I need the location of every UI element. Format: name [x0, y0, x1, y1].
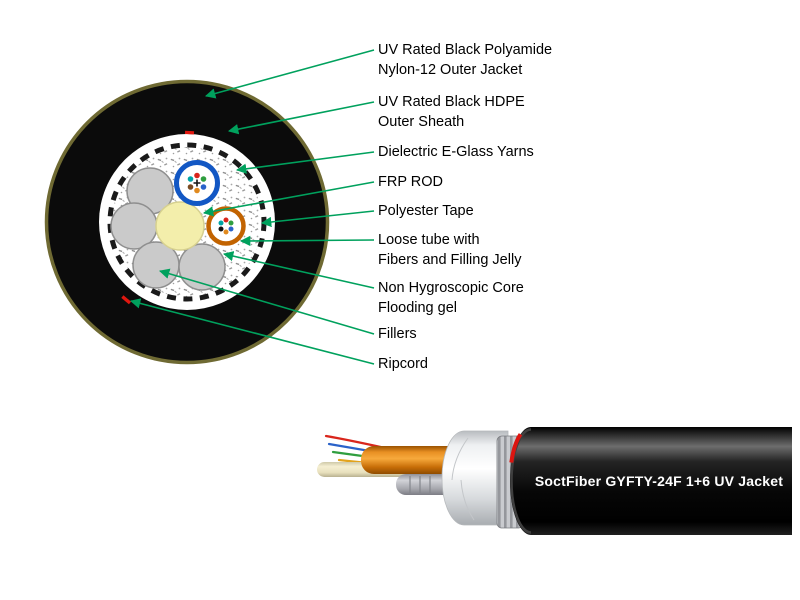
- frp-core-circle: [155, 201, 205, 251]
- ripcord-mark-bottom: [121, 295, 132, 305]
- label-loose-tube: Loose tube with Fibers and Filling Jelly: [378, 230, 521, 270]
- loose-tube-blue: [174, 160, 220, 206]
- cable-print-text: SoctFiber GYFTY-24F 1+6 UV Jacket: [535, 473, 783, 489]
- filler-circle: [178, 243, 226, 291]
- label-line: Nylon-12 Outer Jacket: [378, 62, 523, 78]
- cable-red-stripe: [509, 433, 523, 463]
- label-polyester-tape: Polyester Tape: [378, 201, 474, 221]
- leader-lines: [129, 49, 375, 365]
- leader-ripcord: [129, 298, 375, 365]
- leader-outer-jacket: [204, 49, 375, 99]
- cross-section-diagram: [44, 79, 330, 365]
- label-line: Fillers: [378, 326, 417, 342]
- label-outer-sheath: UV Rated Black HDPE Outer Sheath: [378, 92, 525, 132]
- label-line: Polyester Tape: [378, 203, 474, 219]
- label-ripcord: Ripcord: [378, 354, 428, 374]
- label-line: Non Hygroscopic Core: [378, 280, 524, 296]
- ripcord-mark-top: [184, 130, 195, 135]
- leader-flooding-gel: [222, 250, 375, 289]
- leader-outer-sheath: [227, 101, 375, 135]
- label-line: Dielectric E-Glass Yarns: [378, 144, 534, 160]
- cable-jacket: [509, 427, 792, 535]
- label-line: UV Rated Black HDPE: [378, 94, 525, 110]
- label-frp-rod: FRP ROD: [378, 172, 443, 192]
- label-line: Flooding gel: [378, 300, 457, 316]
- cable-tape-layer: [441, 430, 509, 526]
- leader-eglass-yarns: [235, 151, 375, 174]
- label-outer-jacket: UV Rated Black Polyamide Nylon-12 Outer …: [378, 40, 552, 80]
- loose-tube-orange: [206, 206, 246, 246]
- label-line: Ripcord: [378, 356, 428, 372]
- leader-fillers: [159, 268, 375, 335]
- cable-photo: SoctFiber GYFTY-24F 1+6 UV Jacket: [317, 427, 792, 535]
- label-line: Fibers and Filling Jelly: [378, 252, 522, 268]
- label-fillers: Fillers: [378, 324, 417, 344]
- label-eglass-yarns: Dielectric E-Glass Yarns: [378, 142, 534, 162]
- leader-loose-tube: [239, 235, 375, 247]
- label-line: UV Rated Black Polyamide: [378, 42, 553, 58]
- label-line: Loose tube with: [378, 232, 480, 248]
- label-flooding-gel: Non Hygroscopic Core Flooding gel: [378, 278, 524, 318]
- leader-polyester-tape: [260, 210, 375, 228]
- leader-frp-rod: [202, 181, 375, 217]
- label-line: FRP ROD: [378, 174, 443, 190]
- label-line: Outer Sheath: [378, 114, 465, 130]
- cable-loose-tube: [361, 446, 465, 474]
